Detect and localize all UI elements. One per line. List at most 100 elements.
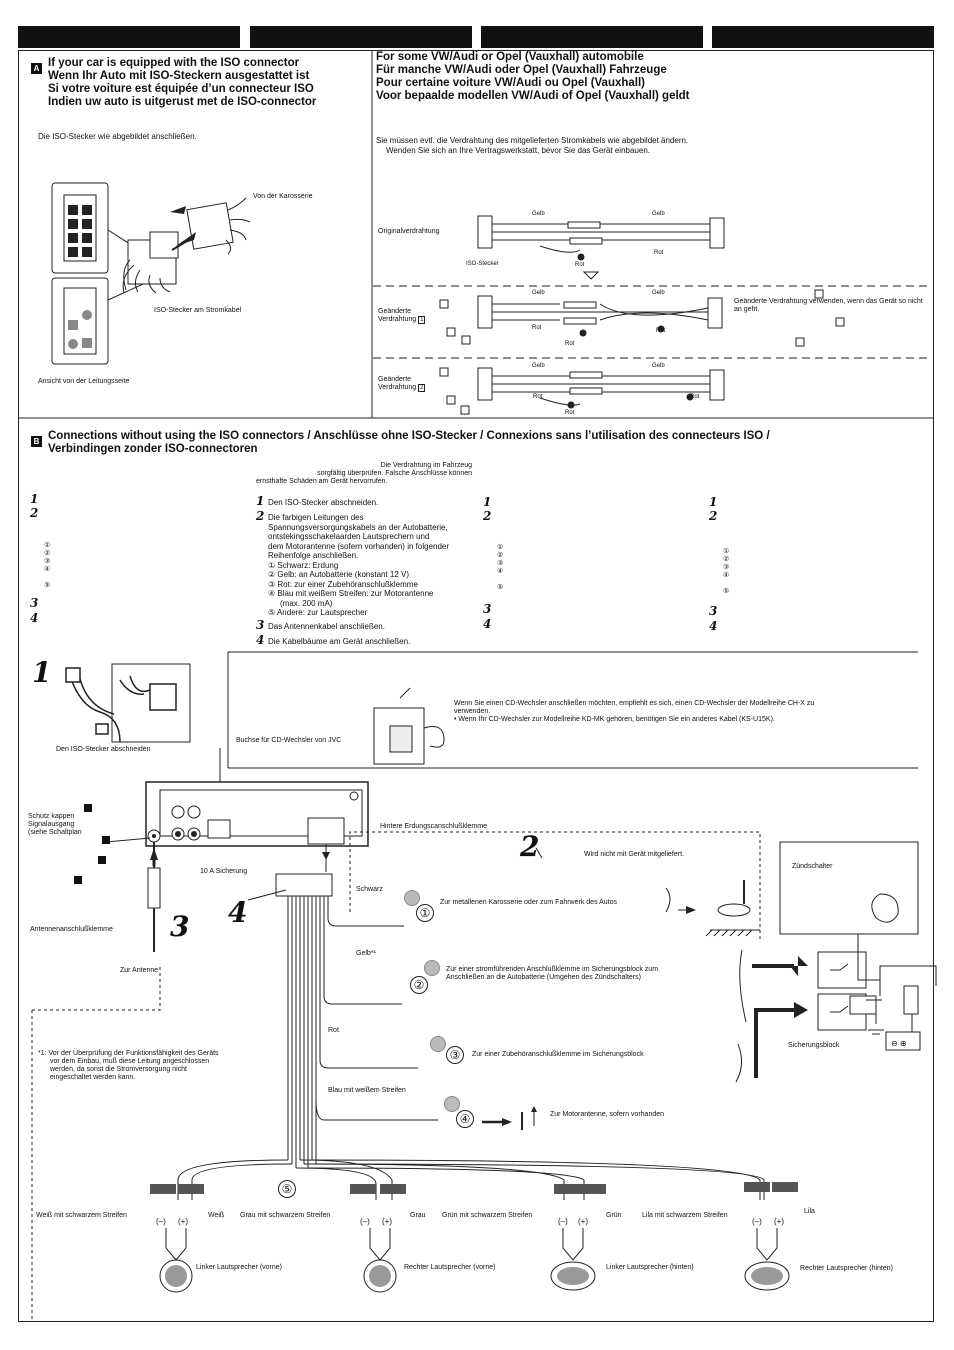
- label-blue: Blau mit weißem Streifen: [328, 1087, 406, 1094]
- vw-heading: For some VW/Audi or Opel (Vauxhall) auto…: [376, 51, 690, 102]
- vw-rot-7: Rot: [690, 394, 700, 400]
- section-a-instruction: Die ISO-Stecker wie abgebildet anschließ…: [38, 132, 197, 141]
- marker-1: [84, 804, 92, 812]
- diagram-step-2: 2: [520, 830, 540, 863]
- spk1-neg: Weiß mit schwarzem Streifen: [36, 1212, 127, 1219]
- spk1-minus: (–): [156, 1217, 166, 1226]
- spk1-plus: (+): [178, 1217, 188, 1226]
- wire-num-2: ②: [410, 976, 428, 994]
- spk3-minus: (–): [558, 1217, 568, 1226]
- step-4-text: Die Kabelbäume am Gerät anschließen.: [268, 637, 411, 646]
- step-3-num: 3: [256, 618, 265, 632]
- marker-2: [102, 836, 110, 844]
- vw-gelb-1: Gelb: [532, 211, 545, 217]
- vw-rot-5: Rot: [565, 341, 575, 347]
- step-1-text: Den ISO-Stecker abschneiden.: [268, 498, 379, 507]
- spk-tag-3b: [580, 1184, 606, 1194]
- cd-changer-note: Wenn Sie einen CD-Wechsler anschließen m…: [454, 700, 815, 723]
- diagram-step-1: 1: [32, 656, 52, 689]
- label-cd-jack: Buchse für CD-Wechsler von JVC: [236, 737, 342, 744]
- red-destination: Zur einer Zubehöranschlußklemme im Siche…: [472, 1051, 644, 1058]
- marker-3: [98, 856, 106, 864]
- label-red: Rot: [328, 1027, 339, 1034]
- header-bar-4: [712, 26, 934, 48]
- header-bar-1: [18, 26, 240, 48]
- page-frame: [18, 50, 934, 1322]
- label-ground-terminal: Hintere Erdungscanschlußklemme: [380, 823, 487, 830]
- label-power-connector: ISO-Stecker am Stromkabel: [154, 307, 242, 314]
- spk4-name: Rechter Lautsprecher (hinten): [800, 1265, 893, 1272]
- spk2-minus: (–): [360, 1217, 370, 1226]
- wire-num-5: ⑤: [278, 1180, 296, 1198]
- vw-note: Geänderte Verdrahtung verwenden, wenn da…: [734, 298, 923, 313]
- vw-changed-label-2: Geänderte Verdrahtung 2: [378, 376, 426, 392]
- black-destination: Zur metallenen Karosserie oder zum Fahrw…: [440, 899, 618, 906]
- label-fuse: 10 A Sicherung: [200, 868, 248, 875]
- spk-tag-1b: [178, 1184, 204, 1194]
- vw-gelb-3: Gelb: [532, 290, 545, 296]
- label-antenna: Zur Antenne: [120, 967, 159, 974]
- step-3-text: Das Antennenkabel anschließen.: [268, 622, 385, 631]
- wire-num-4: ④: [456, 1110, 474, 1128]
- spk3-pos: Grün: [606, 1212, 622, 1219]
- label-ignition: Zündschalter: [792, 863, 833, 870]
- label-not-supplied: Wird nicht mit Gerät mitgeliefert.: [584, 851, 684, 858]
- blue-destination: Zur Motorantenne, sofern vorhanden: [550, 1111, 665, 1118]
- spk-tag-3a: [554, 1184, 580, 1194]
- label-antenna-terminal: Antennenanschlußklemme: [30, 926, 113, 933]
- battery-minus-icon: ⊖ ⊕: [891, 1039, 907, 1048]
- spk3-name: Linker Lautsprecher (hinten): [606, 1264, 694, 1271]
- label-black: Schwarz: [356, 886, 383, 893]
- spk-tag-4b: [772, 1182, 798, 1192]
- vw-gelb-4: Gelb: [652, 290, 665, 296]
- spk1-name: Linker Lautsprecher (vorne): [196, 1264, 282, 1271]
- vw-rot-2: Rot: [575, 262, 585, 268]
- vw-gelb-2: Gelb: [652, 211, 665, 217]
- vw-rot-1: Rot: [654, 250, 664, 256]
- spk-tag-1a: [150, 1184, 176, 1194]
- vw-rot-4: Rot: [656, 328, 666, 334]
- label-cut-iso: Den ISO-Stecker abschneiden: [56, 746, 151, 753]
- vw-gelb-6: Gelb: [652, 363, 665, 369]
- spk1-pos: Weiß: [208, 1212, 225, 1219]
- spk2-neg: Grau mit schwarzem Streifen: [240, 1212, 331, 1219]
- section-a-badge: A: [31, 58, 42, 76]
- label-yellow: Gelb*¹: [356, 950, 376, 957]
- vw-changed-label-1: Geänderte Verdrahtung 1: [378, 308, 426, 324]
- footnote: *1: Vor der Überprüfung der Funktionsfäh…: [38, 1050, 219, 1081]
- wire-ball-3: [430, 1036, 446, 1052]
- vw-rot-6: Rot: [533, 394, 543, 400]
- spk2-pos: Grau: [410, 1212, 426, 1219]
- wire-ball-4: [444, 1096, 460, 1112]
- spk3-neg: Grün mit schwarzem Streifen: [442, 1212, 533, 1219]
- wire-num-3: ③: [446, 1046, 464, 1064]
- label-fusebox: Sicherungsblock: [788, 1042, 840, 1049]
- vw-iso-label: ISO-Stecker: [466, 261, 499, 267]
- spk3-plus: (+): [578, 1217, 588, 1226]
- step-2-num: 2: [256, 509, 265, 523]
- yellow-destination: Zur einer stromführenden Anschlußklemme …: [446, 966, 659, 981]
- vw-original-label: Originalverdrahtung: [378, 228, 440, 235]
- spk2-name: Rechter Lautsprecher (vorne): [404, 1264, 496, 1271]
- label-view: Ansicht von der Leitungsseite: [38, 378, 130, 385]
- header-bar-3: [481, 26, 703, 48]
- diagram-step-4: 4: [228, 896, 248, 929]
- spk4-minus: (–): [752, 1217, 762, 1226]
- diagram-step-3: 3: [170, 910, 190, 943]
- spk-tag-2a: [350, 1184, 376, 1194]
- step-4-num: 4: [256, 633, 265, 647]
- vw-rot-3: Rot: [532, 325, 542, 331]
- header-bar-2: [250, 26, 472, 48]
- spk4-plus: (+): [774, 1217, 784, 1226]
- label-body: Von der Karosserie: [253, 193, 313, 200]
- spk4-neg: Lila mit schwarzem Streifen: [642, 1212, 728, 1219]
